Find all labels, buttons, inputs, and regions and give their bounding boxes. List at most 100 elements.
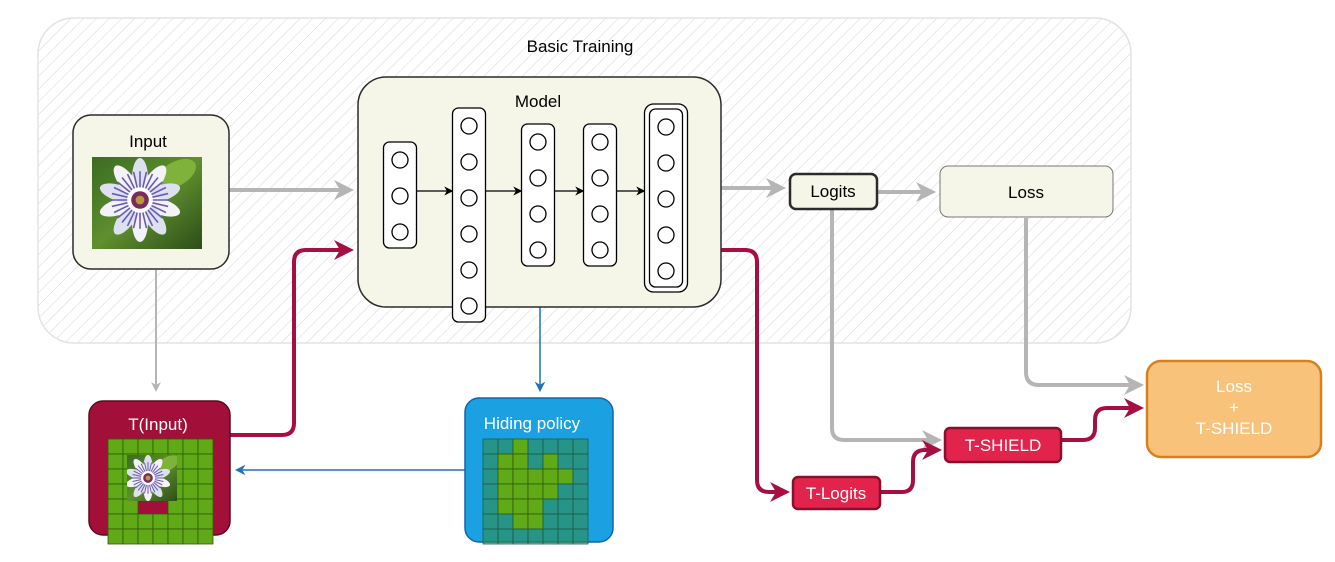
grid-cell — [197, 498, 214, 515]
final-loss-node: Loss + T-SHIELD — [1145, 359, 1323, 459]
grid-cell — [482, 498, 499, 515]
grid-cell — [542, 528, 559, 545]
grid-cell — [512, 438, 529, 455]
grid-cell — [572, 453, 589, 470]
neuron — [460, 225, 478, 243]
edge-tshield-final — [1061, 398, 1144, 442]
grid-cell — [182, 438, 199, 455]
grid-cell — [512, 483, 529, 500]
neuron — [657, 190, 675, 208]
grid-cell — [107, 513, 124, 530]
final-loss-line2: + — [1229, 398, 1239, 417]
neuron — [460, 297, 478, 315]
grid-cell — [572, 438, 589, 455]
grid-cell — [557, 498, 574, 515]
grid-cell — [542, 483, 559, 500]
grid-cell — [197, 483, 214, 500]
grid-cell — [482, 453, 499, 470]
hiding-policy-label: Hiding policy — [484, 414, 581, 433]
grid-cell — [107, 468, 124, 485]
neuron — [657, 154, 675, 172]
grid-cell — [137, 513, 154, 530]
edge-tlogits-tshield — [880, 440, 942, 494]
grid-cell — [122, 513, 139, 530]
grid-cell — [527, 483, 544, 500]
flower-image — [92, 157, 202, 249]
grid-cell — [542, 438, 559, 455]
neuron — [591, 241, 609, 259]
grid-cell — [527, 528, 544, 545]
t-shield-node: T-SHIELD — [943, 426, 1063, 464]
neural-network — [382, 103, 689, 323]
masked-input-grid — [107, 438, 214, 545]
hiding-policy-grid — [482, 438, 589, 545]
grid-cell — [512, 498, 529, 515]
grid-cell — [527, 453, 544, 470]
neuron — [591, 133, 609, 151]
grid-cell — [572, 498, 589, 515]
basic-training-title: Basic Training — [527, 37, 634, 56]
edge-loss-final — [1024, 218, 1144, 395]
grid-cell — [152, 528, 169, 545]
grid-cell — [512, 513, 529, 530]
neuron — [460, 117, 478, 135]
logits-label: Logits — [810, 182, 855, 201]
grid-cell — [542, 453, 559, 470]
grid-cell — [557, 438, 574, 455]
grid-cell — [197, 438, 214, 455]
neuron — [460, 189, 478, 207]
final-loss-line3: T-SHIELD — [1196, 419, 1273, 438]
t-logits-label: T-Logits — [806, 484, 866, 503]
grid-cell — [197, 528, 214, 545]
grid-cell — [557, 483, 574, 500]
neuron — [391, 187, 409, 205]
grid-cell — [497, 498, 514, 515]
grid-cell — [137, 438, 154, 455]
grid-cell — [497, 528, 514, 545]
grid-cell — [512, 528, 529, 545]
neuron — [391, 223, 409, 241]
network-layer-5 — [643, 103, 689, 293]
network-layer-2 — [451, 107, 487, 323]
grid-cell — [482, 528, 499, 545]
grid-cell — [572, 483, 589, 500]
grid-cell — [542, 498, 559, 515]
grid-cell — [137, 528, 154, 545]
neuron — [529, 205, 547, 223]
grid-cell — [482, 438, 499, 455]
grid-cell — [182, 498, 199, 515]
grid-cell — [182, 453, 199, 470]
neuron — [657, 118, 675, 136]
edge-logits-tshield — [830, 208, 942, 450]
neuron — [460, 153, 478, 171]
final-loss-line1: Loss — [1216, 377, 1252, 396]
grid-cell — [497, 468, 514, 485]
grid-cell — [482, 513, 499, 530]
grid-cell — [122, 498, 139, 515]
grid-cell — [527, 468, 544, 485]
grid-cell — [122, 438, 139, 455]
grid-cell — [572, 513, 589, 530]
grid-cell — [572, 528, 589, 545]
passion-flower — [127, 455, 177, 501]
model-node: Model — [357, 76, 722, 323]
network-layer-4 — [582, 123, 618, 267]
grid-cell — [107, 438, 124, 455]
visible-image-patch — [127, 455, 177, 501]
neuron — [591, 169, 609, 187]
neuron — [529, 169, 547, 187]
grid-cell — [542, 513, 559, 530]
grid-cell — [557, 453, 574, 470]
neuron — [529, 241, 547, 259]
grid-cell — [182, 483, 199, 500]
grid-cell — [182, 468, 199, 485]
passion-flower — [99, 158, 196, 242]
grid-cell — [197, 468, 214, 485]
grid-cell — [197, 453, 214, 470]
edge-model-tlogits — [721, 248, 790, 502]
neuron — [529, 133, 547, 151]
edges — [151, 178, 1144, 502]
grid-cell — [557, 528, 574, 545]
grid-cell — [512, 453, 529, 470]
